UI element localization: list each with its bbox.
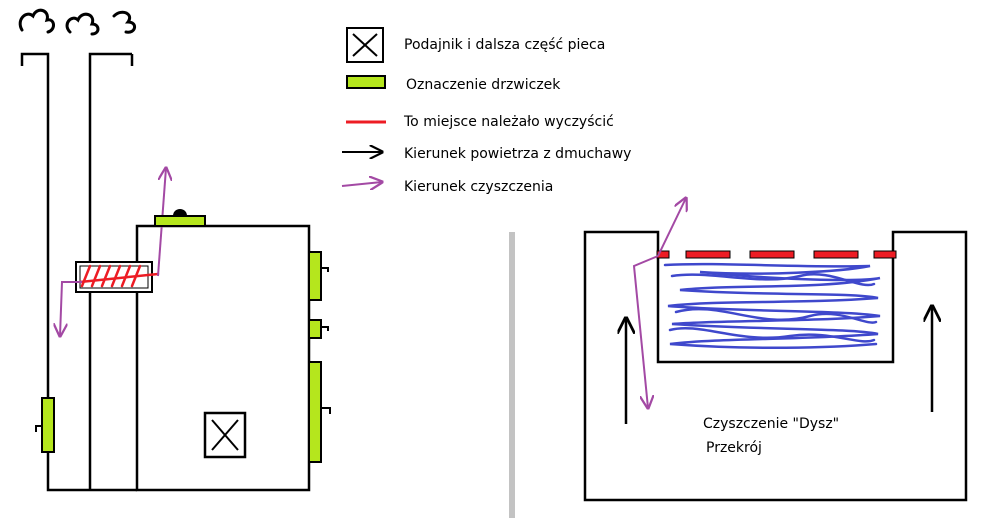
legend-clean-spot-label: To miejsce należało wyczyścić — [403, 114, 614, 130]
dirt-scribble — [663, 262, 881, 350]
legend-feeder-icon — [346, 27, 384, 63]
section-outline — [583, 230, 968, 502]
door-right-2 — [308, 319, 322, 339]
door-chimney-handle — [35, 425, 42, 432]
door-right-2-handle — [321, 326, 329, 331]
door-right-1-handle — [321, 267, 329, 272]
clean-spot-hatching — [78, 264, 160, 288]
door-chimney — [41, 397, 55, 453]
door-right-1 — [308, 251, 322, 301]
legend-door-icon — [346, 75, 386, 89]
door-top — [154, 215, 206, 227]
legend-cleaning-direction-label: Kierunek czyszczenia — [404, 179, 553, 195]
door-right-3-handle — [321, 407, 331, 414]
cleaning-arrow-section — [632, 198, 686, 408]
caption-subtitle: Przekrój — [706, 440, 762, 456]
caption-title: Czyszczenie "Dysz" — [703, 416, 839, 432]
clean-spot-dashes — [656, 250, 897, 259]
legend-doors-label: Oznaczenie drzwiczek — [406, 77, 561, 93]
smoke-icon — [18, 8, 136, 36]
legend-feeder-label: Podajnik i dalsza część pieca — [404, 37, 605, 53]
purple-arrow-icon — [341, 182, 382, 186]
chimney — [20, 52, 137, 492]
feeder-box-icon — [203, 411, 247, 459]
legend-air-direction-label: Kierunek powietrza z dmuchawy — [404, 146, 631, 162]
cross-section: Czyszczenie "Dysz" Przekrój — [583, 198, 968, 502]
door-top-handle — [173, 209, 187, 217]
door-right-3 — [308, 361, 322, 463]
legend: Podajnik i dalsza część pieca Oznaczenie… — [341, 27, 631, 195]
connector-pipe-inner — [79, 265, 149, 289]
